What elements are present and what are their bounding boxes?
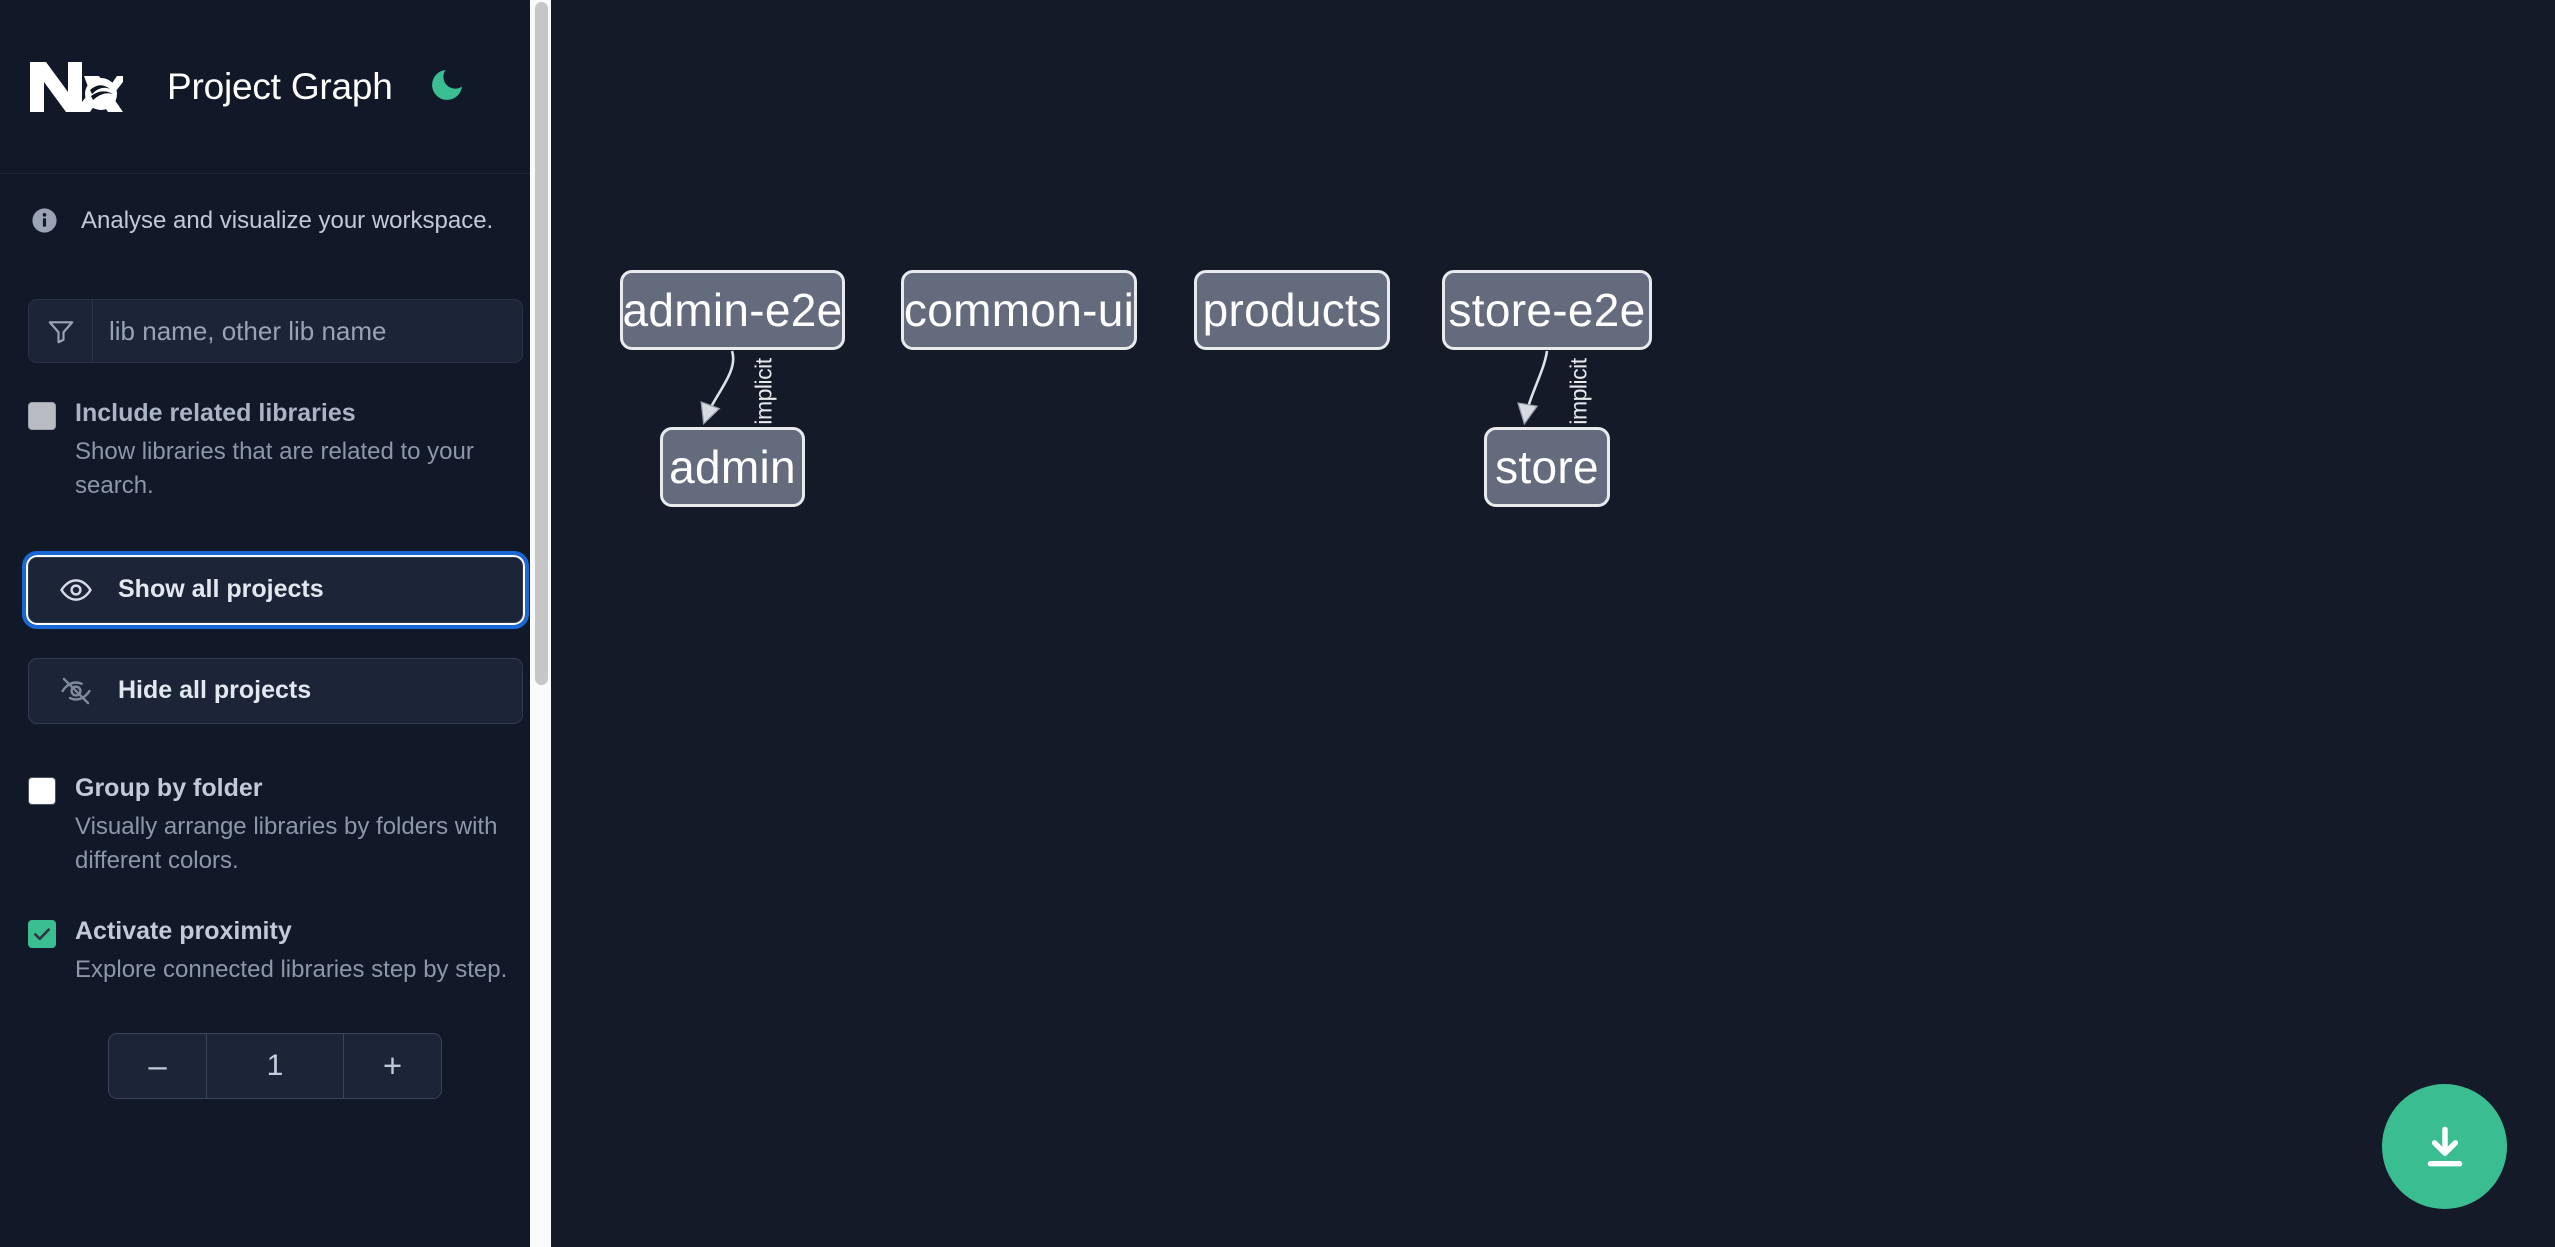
- option-description: Visually arrange libraries by folders wi…: [75, 812, 498, 874]
- option-description: Show libraries that are related to your …: [75, 437, 474, 499]
- option-label: Activate proximity: [75, 916, 292, 945]
- search-input[interactable]: [93, 300, 522, 362]
- info-circle-icon: [30, 206, 59, 235]
- option-group-by-folder[interactable]: Group by folder Visually arrange librari…: [0, 772, 551, 878]
- page-title: Project Graph: [167, 65, 393, 107]
- edge-label-admin-e2e-admin: implicit: [750, 358, 777, 425]
- graph-node-admin-e2e[interactable]: admin-e2e: [620, 270, 845, 350]
- graph-node-admin[interactable]: admin: [660, 427, 805, 507]
- filter-field[interactable]: [28, 299, 523, 363]
- include-related-libraries-checkbox: [28, 402, 56, 430]
- graph-node-products[interactable]: products: [1194, 270, 1390, 350]
- proximity-stepper-wrap: – 1 +: [0, 1032, 551, 1099]
- eye-off-icon: [59, 674, 93, 708]
- edge-store-e2e-store: [1517, 350, 1549, 426]
- graph-canvas[interactable]: implicit implicit admin-e2e admin common…: [551, 0, 2555, 1247]
- hide-all-projects-button[interactable]: Hide all projects: [28, 657, 523, 724]
- theme-toggle-button[interactable]: [425, 65, 469, 109]
- nx-logo-icon: [28, 58, 124, 116]
- show-all-projects-label: Show all projects: [118, 575, 324, 604]
- sidebar: Project Graph Analyse and visualize your…: [0, 0, 551, 1247]
- edge-admin-e2e-admin: [700, 350, 735, 426]
- edge-label-store-e2e-store: implicit: [1565, 358, 1592, 425]
- sidebar-header: Project Graph: [0, 0, 551, 174]
- workspace-info-text: Analyse and visualize your workspace.: [81, 206, 494, 234]
- visibility-buttons: Show all projects Hide all projects: [0, 550, 551, 724]
- download-graph-button[interactable]: [2382, 1084, 2507, 1209]
- option-label: Include related libraries: [75, 399, 356, 427]
- download-icon: [2420, 1122, 2470, 1172]
- increment-button[interactable]: +: [343, 1033, 441, 1098]
- proximity-stepper: – 1 +: [108, 1032, 442, 1099]
- option-description: Explore connected libraries step by step…: [75, 955, 508, 983]
- hide-all-projects-label: Hide all projects: [118, 676, 312, 705]
- stepper-value: 1: [266, 1048, 284, 1082]
- moon-icon: [427, 65, 467, 108]
- graph-node-store-e2e[interactable]: store-e2e: [1442, 270, 1652, 350]
- option-include-related-libraries[interactable]: Include related libraries Show libraries…: [0, 397, 551, 503]
- decrement-button[interactable]: –: [109, 1033, 207, 1098]
- activate-proximity-checkbox[interactable]: [28, 919, 56, 948]
- graph-edges: [700, 350, 1549, 426]
- eye-icon: [59, 573, 93, 607]
- graph-node-common-ui[interactable]: common-ui: [901, 270, 1137, 350]
- sidebar-scrollbar-thumb[interactable]: [535, 2, 548, 685]
- option-label: Group by folder: [75, 773, 263, 802]
- group-by-folder-checkbox[interactable]: [28, 776, 56, 805]
- graph-node-store[interactable]: store: [1484, 427, 1610, 507]
- check-icon: [34, 928, 51, 940]
- workspace-info: Analyse and visualize your workspace.: [0, 174, 551, 235]
- option-activate-proximity[interactable]: Activate proximity Explore connected lib…: [0, 915, 551, 987]
- funnel-filter-icon: [29, 300, 93, 362]
- show-all-projects-button[interactable]: Show all projects: [22, 550, 529, 629]
